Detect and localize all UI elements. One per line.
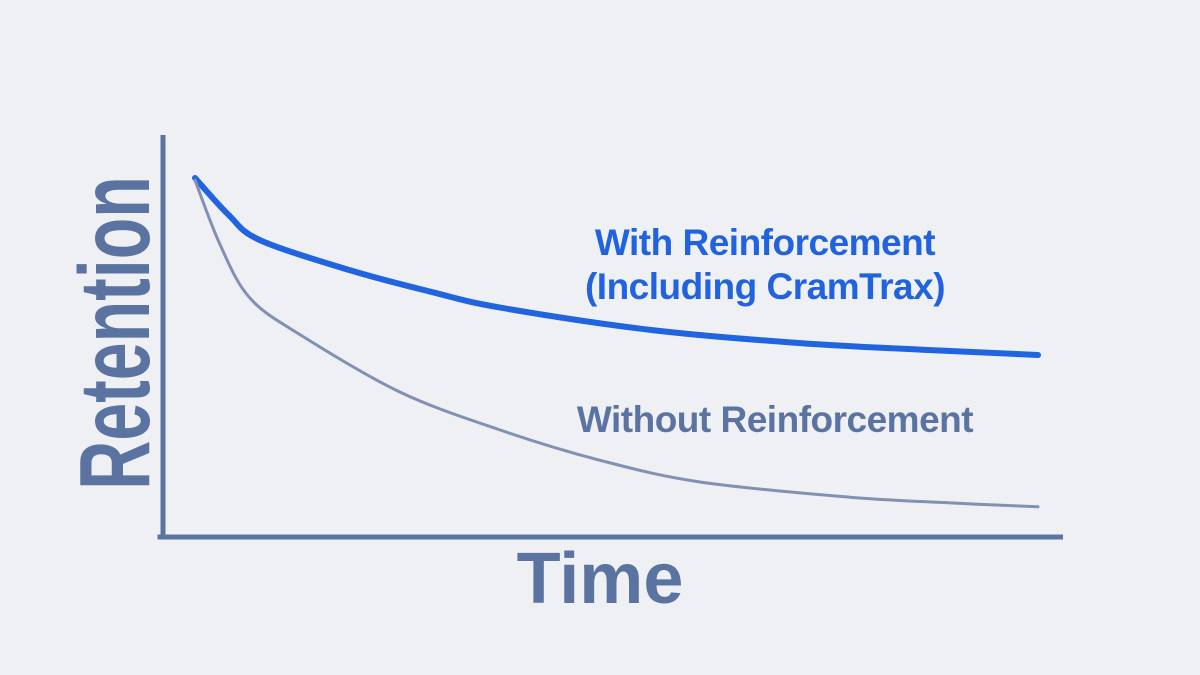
series-label-with-reinforcement-line2: (Including CramTrax) bbox=[584, 266, 946, 307]
curve-without-reinforcement bbox=[193, 178, 1040, 509]
x-axis-label: Time bbox=[516, 539, 684, 619]
y-axis-label: Retention bbox=[59, 176, 171, 490]
series-label-with-reinforcement-line1: With Reinforcement bbox=[594, 222, 936, 263]
curve-with-reinforcement bbox=[192, 175, 1041, 358]
series-label-with-reinforcement: With Reinforcement (Including CramTrax) bbox=[465, 221, 1065, 309]
series-label-without-reinforcement: Without Reinforcement bbox=[576, 399, 974, 440]
